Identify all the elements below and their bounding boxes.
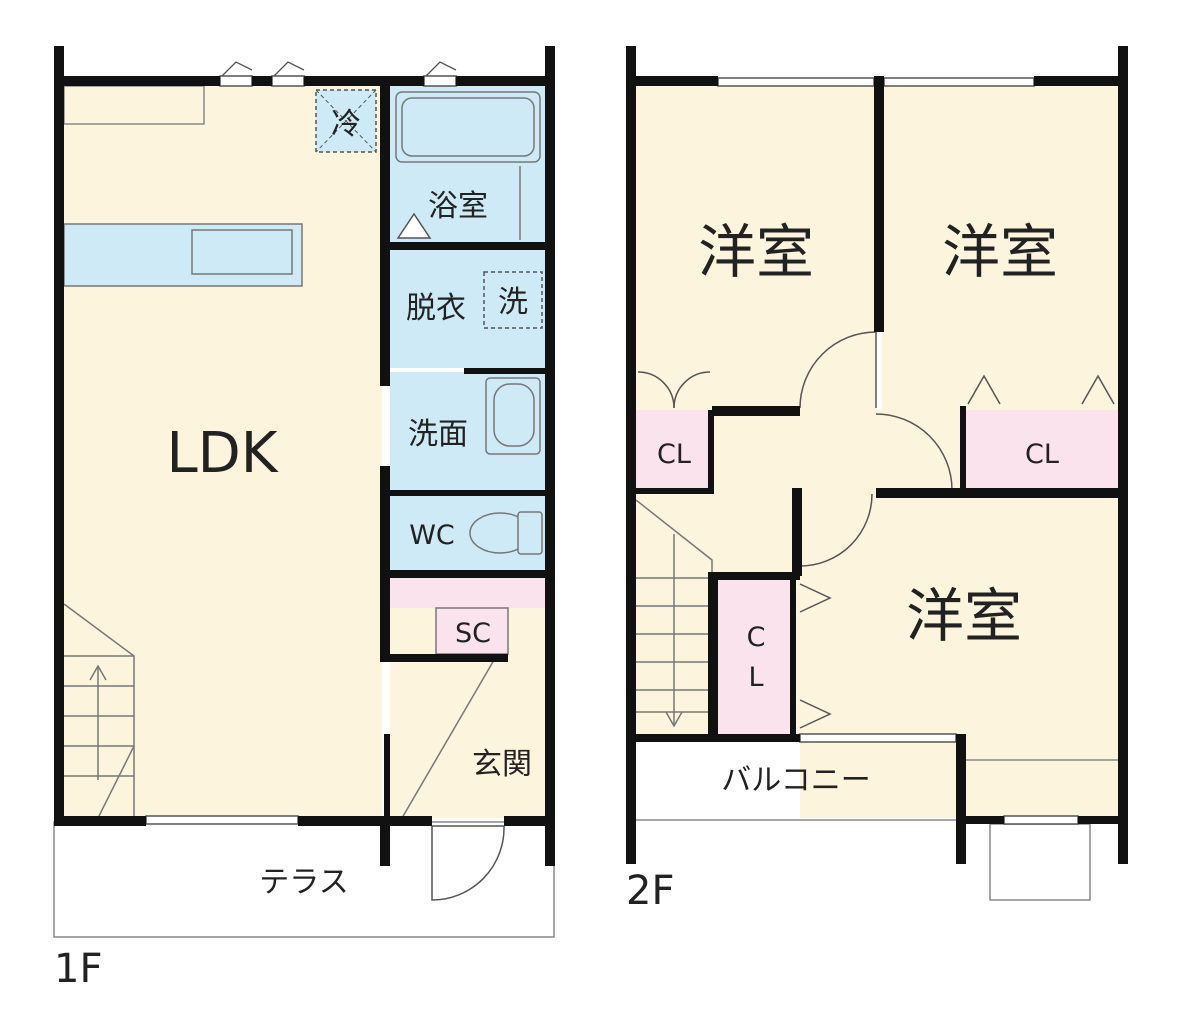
closet-1-label: CL <box>657 439 691 470</box>
floor-2: 洋室 洋室 洋室 CL CL C L バルコニー 2F <box>626 46 1128 914</box>
wc-label: WC <box>409 520 455 551</box>
kitchen-island <box>63 223 303 287</box>
washroom-label: 洗面 <box>408 417 468 452</box>
closet-2 <box>964 410 1118 490</box>
sc-label: SC <box>455 618 491 649</box>
stairs-1f <box>63 603 135 819</box>
terrace-area <box>53 821 555 938</box>
closet-3 <box>718 578 794 734</box>
dressing-room <box>390 250 545 368</box>
kitchen-sink <box>191 229 293 275</box>
entrance-label: 玄関 <box>472 747 532 782</box>
ldk-room <box>64 86 382 818</box>
washer-label: 洗 <box>498 285 528 320</box>
western-2-label: 洋室 <box>942 218 1058 286</box>
ldk-label: LDK <box>166 421 278 486</box>
toilet-fixture <box>469 511 543 555</box>
closet-2-label: CL <box>1025 439 1059 470</box>
western-1-label: 洋室 <box>698 218 814 286</box>
western-3-label: 洋室 <box>906 582 1022 650</box>
closet-3-label-c: C <box>747 622 766 653</box>
bath-label: 浴室 <box>428 189 488 224</box>
walls-2f <box>626 46 1128 864</box>
floor2-label: 2F <box>626 868 674 914</box>
western-room-1 <box>636 86 876 410</box>
wash-basin <box>485 377 541 455</box>
washer-fixture <box>483 271 543 329</box>
balcony-label: バルコニー <box>721 763 870 798</box>
closet-1 <box>636 410 712 490</box>
entrance-step <box>390 578 508 608</box>
walls-1f <box>54 46 555 866</box>
bathtub <box>395 91 541 163</box>
terrace-label: テラス <box>259 865 348 900</box>
western-room-2 <box>882 86 1118 410</box>
fridge-label: 冷 <box>331 107 361 142</box>
dressing-label: 脱衣 <box>406 291 466 326</box>
floor1-label: 1F <box>54 946 102 992</box>
floor-1: LDK 浴室 脱衣 洗 冷 洗面 WC SC 玄関 テラス 1F <box>53 46 555 992</box>
closet-3-label-l: L <box>748 662 763 693</box>
